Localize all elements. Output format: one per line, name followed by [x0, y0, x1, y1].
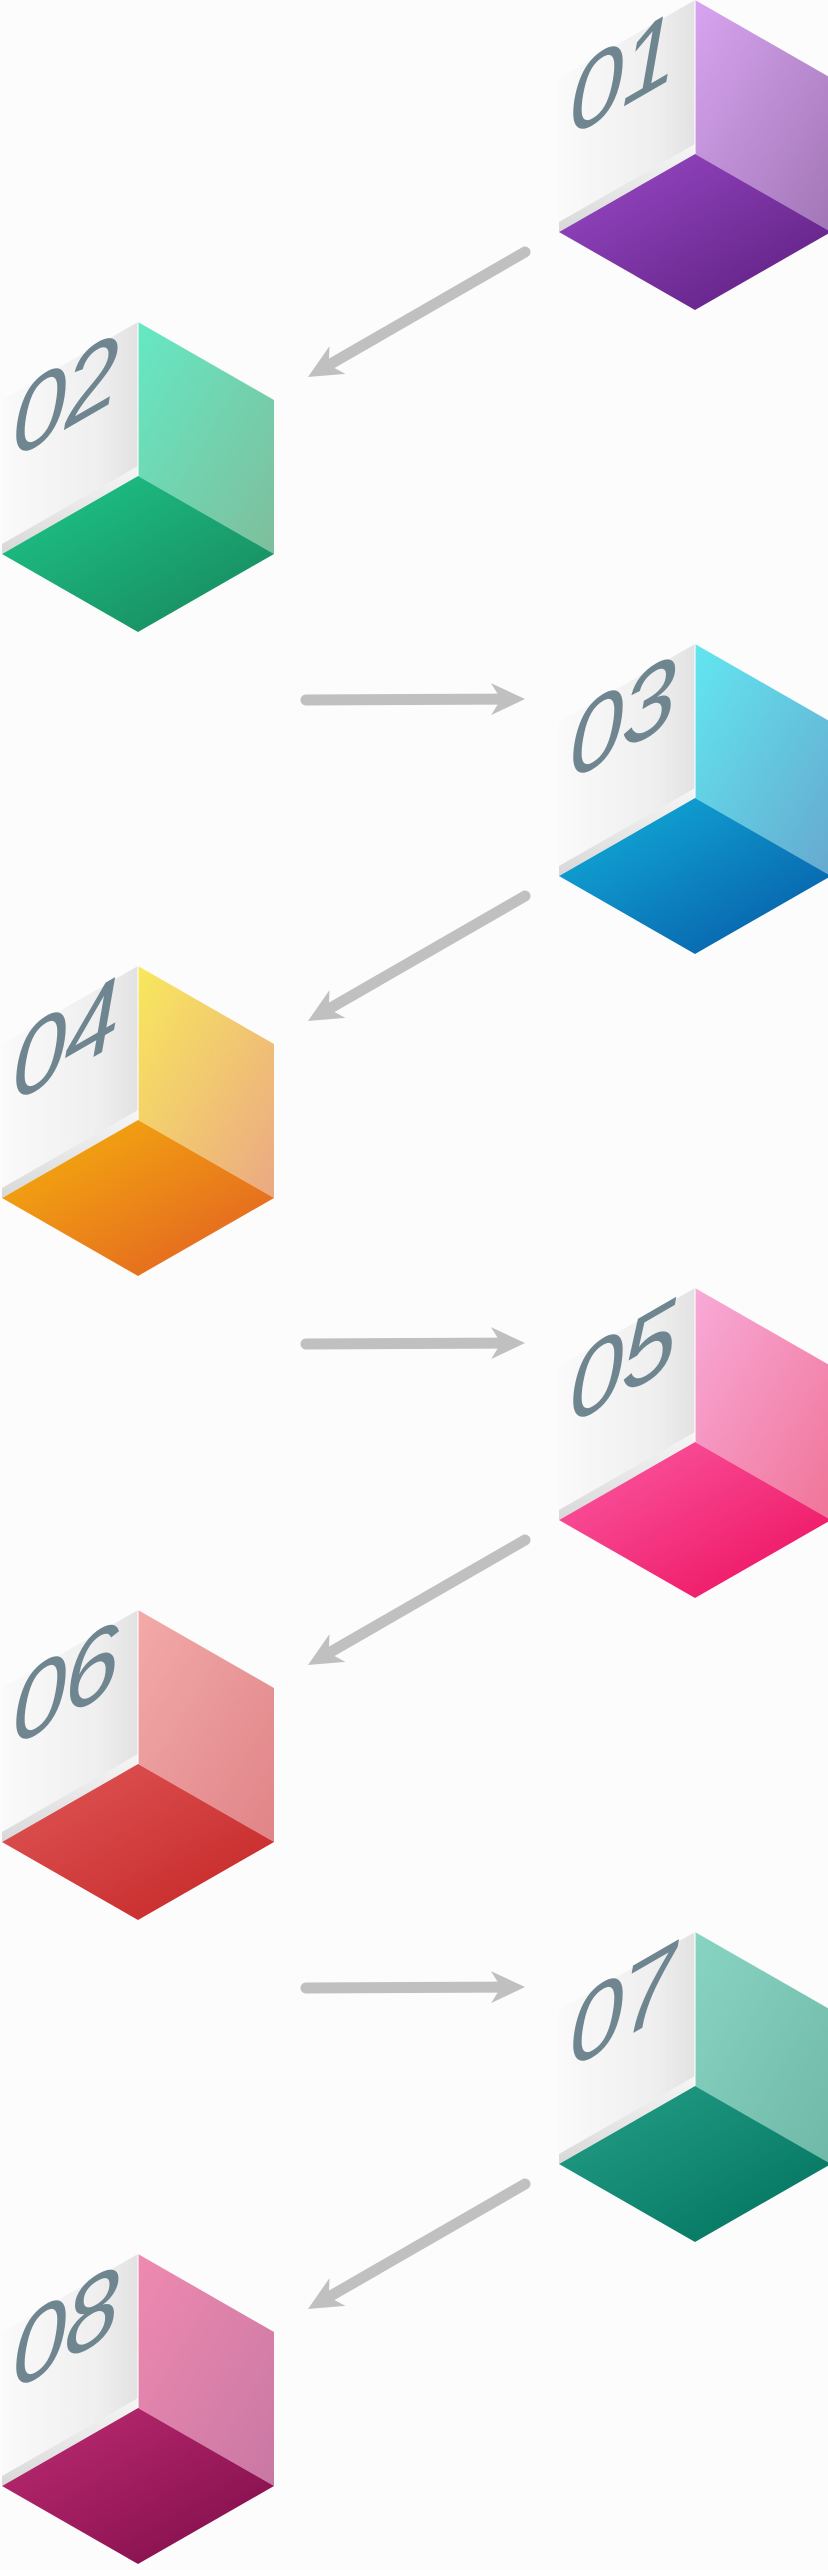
cube-back-wall	[2, 322, 138, 554]
cube-floor-face	[559, 2086, 828, 2242]
step-cube-08: 08	[2, 2242, 274, 2564]
step-cube-06: 06	[2, 1598, 274, 1920]
cube-ledge	[2, 1754, 138, 1842]
arrow-head	[308, 990, 346, 1021]
cube-ledge	[559, 2076, 695, 2164]
connector-arrow-1	[308, 246, 531, 377]
cube-side-face	[138, 322, 274, 554]
cube-back-wall	[2, 966, 138, 1198]
cube-ledge	[559, 144, 695, 232]
arrow-shaft	[326, 2178, 531, 2301]
cube-ledge	[2, 466, 138, 554]
cube-floor-face	[559, 154, 828, 310]
step-cube-05: 05	[559, 1276, 828, 1598]
step-cube-07: 07	[559, 1918, 828, 2242]
cube-side-face	[695, 644, 828, 875]
step-cube-02: 02	[2, 311, 274, 632]
cube-ledge	[559, 788, 695, 876]
cube-back-wall	[2, 1610, 138, 1842]
arrow-head	[490, 1971, 525, 2004]
cube-side-face	[695, 0, 828, 231]
connector-arrow-6	[300, 1971, 525, 2004]
connector-arrow-5	[308, 1534, 531, 1665]
arrow-shaft	[300, 1981, 503, 1994]
arrow-head	[308, 346, 346, 377]
step-cube-04: 04	[2, 955, 274, 1276]
cube-back-wall	[2, 2254, 138, 2486]
cube-ledge	[2, 1110, 138, 1198]
arrow-shaft	[326, 246, 531, 369]
cube-ledge	[559, 1432, 695, 1520]
arrow-head	[308, 2278, 346, 2309]
connector-arrow-2	[300, 683, 525, 716]
connector-arrow-4	[300, 1327, 525, 1360]
cube-side-face	[138, 2254, 274, 2486]
cube-back-wall	[559, 1932, 695, 2164]
arrow-head	[490, 1327, 525, 1360]
arrow-head	[308, 1634, 346, 1665]
arrow-shaft	[300, 1337, 503, 1350]
arrow-head	[490, 683, 525, 716]
cube-side-face	[138, 966, 274, 1198]
cube-back-wall	[559, 0, 695, 232]
cube-floor-face	[559, 798, 828, 954]
arrow-shaft	[300, 693, 503, 706]
cube-back-wall	[559, 644, 695, 876]
arrow-shaft	[326, 890, 531, 1013]
connector-arrow-3	[308, 890, 531, 1021]
step-cube-01: 01	[559, 0, 828, 310]
cube-back-wall	[559, 1288, 695, 1520]
cube-ledge	[2, 2398, 138, 2486]
step-cube-03: 03	[559, 633, 828, 954]
cube-side-face	[695, 1288, 828, 1519]
arrow-shaft	[326, 1534, 531, 1657]
connector-arrow-7	[308, 2178, 531, 2309]
cube-side-face	[138, 1610, 274, 1842]
cube-floor-face	[559, 1442, 828, 1598]
cube-side-face	[695, 1932, 828, 2163]
